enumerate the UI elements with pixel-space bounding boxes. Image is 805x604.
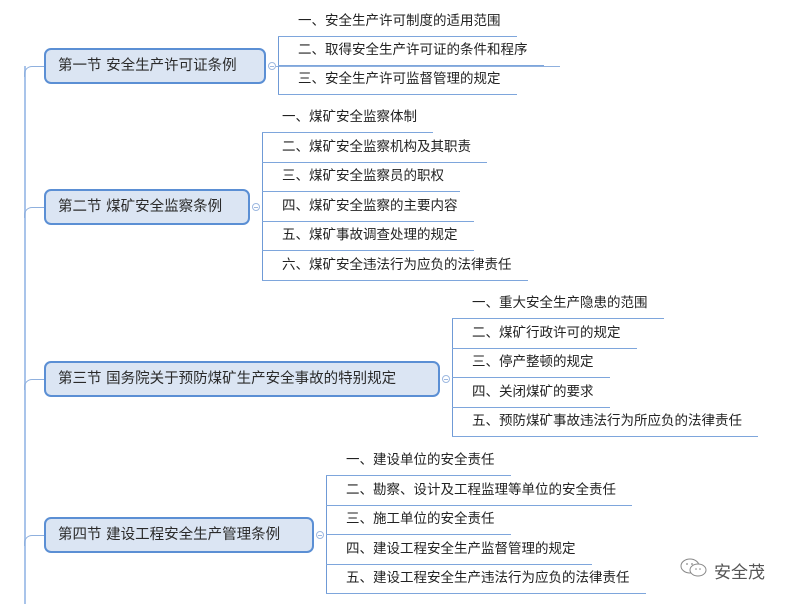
collapse-toggle-icon[interactable] bbox=[316, 531, 324, 539]
list-item[interactable]: 一、安全生产许可制度的适用范围 bbox=[278, 8, 517, 37]
list-item[interactable]: 一、重大安全生产隐患的范围 bbox=[452, 290, 664, 319]
list-item[interactable]: 二、取得安全生产许可证的条件和程序 bbox=[278, 37, 544, 66]
list-item[interactable]: 五、煤矿事故调查处理的规定 bbox=[262, 222, 474, 251]
branch-line bbox=[276, 66, 560, 67]
section-node-3[interactable]: 第三节 国务院关于预防煤矿生产安全事故的特别规定 bbox=[44, 361, 440, 397]
collapse-toggle-icon[interactable] bbox=[252, 203, 260, 211]
bracket-line bbox=[262, 133, 263, 281]
list-item[interactable]: 六、煤矿安全违法行为应负的法律责任 bbox=[262, 252, 528, 281]
collapse-toggle-icon[interactable] bbox=[442, 375, 450, 383]
list-item[interactable]: 四、建设工程安全生产监督管理的规定 bbox=[326, 536, 592, 565]
connector-1 bbox=[24, 66, 45, 77]
connector-2 bbox=[24, 207, 45, 218]
list-item[interactable]: 三、施工单位的安全责任 bbox=[326, 506, 511, 535]
list-item[interactable]: 二、煤矿安全监察机构及其职责 bbox=[262, 134, 487, 163]
list-item[interactable]: 三、停产整顿的规定 bbox=[452, 349, 610, 378]
connector-3 bbox=[24, 379, 45, 390]
list-item[interactable]: 一、建设单位的安全责任 bbox=[326, 447, 511, 476]
list-item[interactable]: 五、建设工程安全生产违法行为应负的法律责任 bbox=[326, 565, 646, 594]
bracket-line bbox=[452, 319, 453, 437]
connector-4 bbox=[24, 535, 45, 546]
section-node-2[interactable]: 第二节 煤矿安全监察条例 bbox=[44, 189, 250, 225]
section-node-4[interactable]: 第四节 建设工程安全生产管理条例 bbox=[44, 517, 314, 553]
list-item[interactable]: 二、煤矿行政许可的规定 bbox=[452, 320, 637, 349]
list-item[interactable]: 一、煤矿安全监察体制 bbox=[262, 104, 433, 133]
list-item[interactable]: 三、安全生产许可监督管理的规定 bbox=[278, 66, 517, 95]
bracket-line bbox=[278, 37, 279, 95]
mindmap-spine bbox=[24, 66, 26, 604]
list-item[interactable]: 四、煤矿安全监察的主要内容 bbox=[262, 193, 474, 222]
list-item[interactable]: 五、预防煤矿事故违法行为所应负的法律责任 bbox=[452, 408, 758, 437]
list-item[interactable]: 四、关闭煤矿的要求 bbox=[452, 379, 610, 408]
collapse-toggle-icon[interactable] bbox=[268, 62, 276, 70]
bracket-line bbox=[326, 476, 327, 594]
list-item[interactable]: 二、勘察、设计及工程监理等单位的安全责任 bbox=[326, 477, 632, 506]
watermark: 安全茂 bbox=[680, 557, 765, 584]
list-item[interactable]: 三、煤矿安全监察员的职权 bbox=[262, 163, 460, 192]
watermark-text: 安全茂 bbox=[714, 563, 765, 583]
section-node-1[interactable]: 第一节 安全生产许可证条例 bbox=[44, 48, 266, 84]
wechat-icon bbox=[680, 557, 708, 584]
